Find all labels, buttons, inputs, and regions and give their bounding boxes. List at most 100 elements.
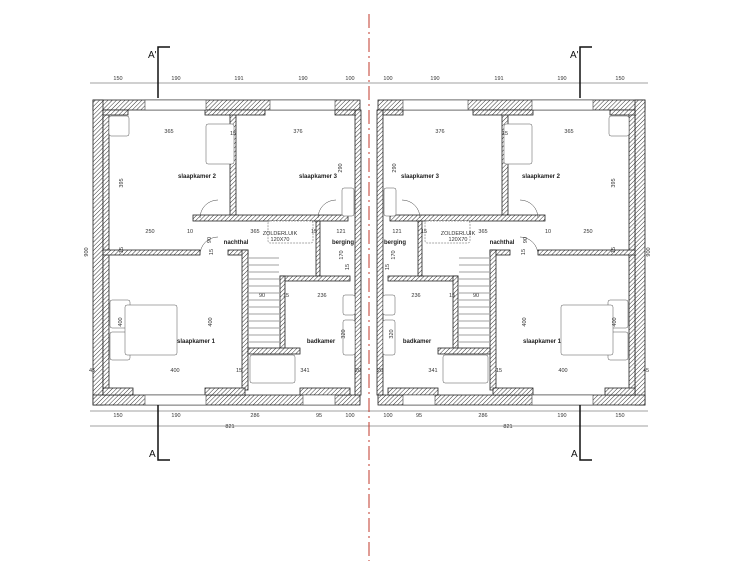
door-swing — [401, 199, 421, 219]
dimension-label: 150 — [113, 413, 122, 419]
dimension-label: 250 — [583, 229, 592, 235]
dimension-label: 376 — [435, 129, 444, 135]
dimension-label: 121 — [392, 229, 401, 235]
depth-label: 900 — [646, 247, 652, 256]
wall — [334, 109, 356, 116]
window — [402, 394, 436, 406]
section-marker — [157, 46, 170, 98]
dimension-label: 121 — [336, 229, 345, 235]
dimension-label: 365 — [250, 229, 259, 235]
wall — [247, 347, 301, 355]
window — [302, 394, 336, 406]
dimension-label: 376 — [293, 129, 302, 135]
room-label: badkamer — [403, 339, 432, 345]
fixture — [503, 123, 533, 165]
dimension-label: 395 — [119, 178, 125, 187]
wall — [437, 347, 491, 355]
wall — [492, 387, 534, 396]
dimension-label: 100 — [383, 413, 392, 419]
dimension-label: 15 — [345, 264, 351, 270]
dimension-label: 20 — [355, 368, 361, 374]
dimension-label: 15 — [421, 229, 427, 235]
dimension-label: 236 — [317, 293, 326, 299]
dimension-label: 100 — [345, 76, 354, 82]
dimension-label: 170 — [339, 250, 345, 259]
wall — [354, 109, 362, 396]
dimension-label: 190 — [171, 76, 180, 82]
dimension-label: 341 — [300, 368, 309, 374]
fixture — [342, 319, 356, 356]
dimension-label: 15 — [611, 247, 617, 253]
total-width-label: 821 — [503, 424, 512, 430]
wall — [92, 99, 104, 406]
wall — [387, 275, 459, 282]
dimension-label: 400 — [118, 317, 124, 326]
wall — [192, 214, 349, 222]
section-marker — [157, 405, 170, 461]
dimension-label: 400 — [522, 317, 528, 326]
dimension-label: 400 — [170, 368, 179, 374]
dimension-label: 250 — [145, 229, 154, 235]
fixture — [383, 187, 397, 217]
dimension-label: 365 — [564, 129, 573, 135]
depth-label: 900 — [84, 247, 90, 256]
room-label: slaapkamer 3 — [401, 174, 440, 180]
wall — [102, 249, 201, 256]
wall — [452, 275, 459, 352]
door-swing — [519, 236, 539, 256]
wall — [609, 109, 636, 116]
dimension-label: 320 — [389, 329, 395, 338]
dimension-label: 15 — [230, 131, 236, 137]
dimension-label: 191 — [494, 76, 503, 82]
dimension-label: 286 — [250, 413, 259, 419]
room-label: slaapkamer 1 — [523, 339, 562, 345]
window — [531, 394, 594, 406]
dimension-label: 15 — [209, 249, 215, 255]
dimension-label: 190 — [298, 76, 307, 82]
dimension-label: 45 — [89, 368, 95, 374]
dimension-label: 15 — [521, 249, 527, 255]
dimension-label: 400 — [208, 317, 214, 326]
wall — [102, 387, 134, 396]
fixture — [382, 319, 396, 356]
window — [531, 99, 594, 111]
fixture — [341, 187, 355, 217]
room-label: badkamer — [307, 339, 336, 345]
attic-hatch — [267, 220, 314, 244]
dimension-label: 20 — [377, 368, 383, 374]
dimension-label: 365 — [478, 229, 487, 235]
dimension-label: 15 — [283, 293, 289, 299]
dimension-label: 15 — [502, 131, 508, 137]
dimension-label: 170 — [391, 250, 397, 259]
wall — [604, 387, 636, 396]
door-swing — [519, 199, 539, 219]
room-label: slaapkamer 2 — [522, 174, 561, 180]
dimension-label: 95 — [316, 413, 322, 419]
dimension-label: 290 — [338, 163, 344, 172]
window — [269, 99, 336, 111]
fixture — [249, 354, 296, 384]
window — [144, 394, 207, 406]
attic-hatch — [424, 220, 471, 244]
section-label-bottom: A — [149, 449, 156, 460]
dimension-label: 150 — [615, 76, 624, 82]
fixture — [108, 115, 130, 137]
dimension-label: 191 — [234, 76, 243, 82]
wall — [389, 214, 546, 222]
wall — [315, 220, 321, 277]
door-swing — [199, 236, 219, 256]
dimension-label: 400 — [558, 368, 567, 374]
dimension-label: 15 — [236, 368, 242, 374]
dimension-label: 100 — [345, 413, 354, 419]
section-label-top: A' — [570, 50, 579, 61]
dimension-label: 10 — [545, 229, 551, 235]
attic-hatch-size: 120X70 — [449, 237, 468, 243]
door-swing — [317, 199, 337, 219]
wall — [387, 387, 439, 396]
room-label: berging — [384, 240, 406, 246]
room-label: berging — [332, 240, 354, 246]
room-label: slaapkamer 1 — [177, 339, 216, 345]
wall — [634, 99, 646, 406]
fixture — [205, 123, 235, 165]
room-label: slaapkamer 3 — [299, 174, 338, 180]
